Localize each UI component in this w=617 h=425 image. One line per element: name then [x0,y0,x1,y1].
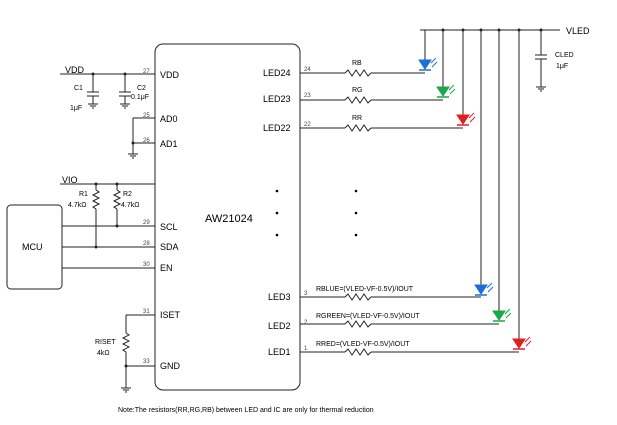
cled-value: 1μF [556,63,568,70]
led3-channel: RBLUE=(VLED-VF-0.5V)/IOUT [300,282,494,301]
led22-channel: RR [300,112,476,132]
r1-name: R1 [79,191,88,198]
pin-label-led22: LED22 [263,123,291,133]
cled-name: CLED [555,52,574,59]
pin-label-led1: LED1 [268,347,291,357]
c2-name: C2 [137,85,146,92]
pin-num-gnd: 33 [143,359,150,365]
pin-label-led3: LED3 [268,292,291,302]
led1-channel: RRED=(VLED-VF-0.5V)/IOUT [300,336,532,356]
r2-name: R2 [123,191,132,198]
c1-name: C1 [74,85,83,92]
pin-num-vdd: 27 [143,69,150,75]
pin-label-vdd: VDD [160,70,180,80]
pin-num-led22: 22 [304,122,311,128]
pin-num-ad1: 26 [143,138,150,144]
pin-num-en: 30 [143,262,150,268]
pin-label-en: EN [160,263,173,273]
blue-led-icon [474,282,494,296]
footnote: Note:The resistors(RR,RG,RB) between LED… [118,407,374,414]
pin-label-led24: LED24 [263,68,291,78]
pin-num-iset: 31 [143,309,150,315]
right-pins: LED24 24 LED23 23 LED22 22 LED3 3 LED2 2… [263,67,311,357]
vled-rail: VLED CLED 1μF [420,26,590,340]
led2-channel: RGREEN=(VLED-VF-0.5V)/IOUT [300,308,512,328]
pin-label-gnd: GND [160,361,181,371]
pin-label-ad1: AD1 [160,139,178,149]
green-led-icon [492,308,512,322]
green-led-icon [436,84,456,98]
pin-label-led23: LED23 [263,94,291,104]
pin-num-ad0: 25 [143,113,150,119]
pin-num-led23: 23 [304,93,311,99]
blue-led-icon [418,57,438,71]
pin-label-ad0: AD0 [160,114,178,124]
left-pins: VDD 27 AD0 25 AD1 26 SCL 29 SDA 28 EN 30… [143,69,181,371]
chip-name: AW21024 [205,213,253,225]
rgreen-formula: RGREEN=(VLED-VF-0.5V)/IOUT [316,313,420,320]
pin-label-led2: LED2 [268,321,291,331]
vdd-network: VDD C1 1μF C2 0.1μF [60,65,155,112]
red-led-icon [456,112,476,126]
r2-value: 4.7kΩ [121,202,139,209]
pin-num-led24: 24 [304,67,311,73]
rg-label: RG [352,87,363,94]
pin-label-sda: SDA [160,242,179,252]
chip-body [154,43,301,391]
vled-label: VLED [566,26,590,36]
pin-num-sda: 28 [143,241,150,247]
mcu-block: MCU [6,204,155,290]
led24-channel: RB [300,57,438,77]
iset-network: RISET 4kΩ [95,314,155,393]
rr-label: RR [352,115,362,122]
c2-value: 0.1μF [131,94,149,101]
pin-num-led3: 3 [304,291,308,297]
address-ground [128,117,155,159]
c1-value: 1μF [70,105,82,112]
riset-value: 4kΩ [97,350,110,357]
red-led-icon [512,336,532,350]
r1-value: 4.7kΩ [68,202,86,209]
chip-ellipsis [275,189,358,237]
rb-label: RB [352,60,362,67]
vdd-label: VDD [65,65,85,75]
vio-pullups: VIO R1 4.7kΩ R2 4.7kΩ [60,175,155,247]
pin-label-scl: SCL [160,222,178,232]
pin-label-iset: ISET [160,310,181,320]
rred-formula: RRED=(VLED-VF-0.5V)/IOUT [316,341,410,348]
rblue-formula: RBLUE=(VLED-VF-0.5V)/IOUT [316,286,414,293]
pin-num-scl: 29 [143,220,150,226]
pin-num-led2: 2 [304,320,308,326]
riset-name: RISET [95,339,116,346]
pin-num-led1: 1 [304,346,308,352]
vio-label: VIO [62,175,78,185]
led23-channel: RG [300,84,456,104]
mcu-label: MCU [22,242,43,252]
